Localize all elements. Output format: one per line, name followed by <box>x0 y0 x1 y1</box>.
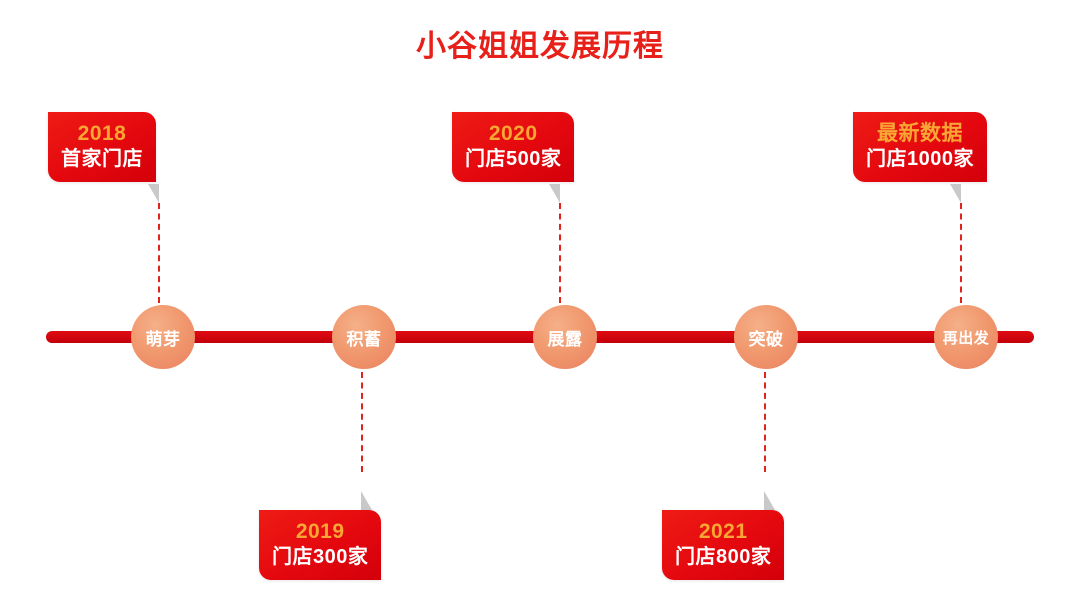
timeline-node-label: 积蓄 <box>346 329 382 349</box>
page-title: 小谷姐姐发展历程 <box>416 30 664 63</box>
milestone-year-2021: 2021 <box>698 520 748 543</box>
timeline-node-zaichufa[interactable]: 再出发 <box>934 305 998 369</box>
milestone-year-latest: 最新数据 <box>877 122 963 145</box>
milestone-year-2020: 2020 <box>488 122 538 145</box>
connector-line-2021 <box>764 372 766 472</box>
timeline-node-jixu[interactable]: 积蓄 <box>332 305 396 369</box>
milestone-detail-2019: 门店300家 <box>272 546 369 568</box>
milestone-card-2020[interactable]: 2020 门店500家 <box>452 112 575 182</box>
milestone-detail-2018: 首家门店 <box>61 148 143 170</box>
callout-tail-icon-latest <box>950 184 961 203</box>
timeline-node-mengya[interactable]: 萌芽 <box>131 305 195 369</box>
callout-tail-icon-2018 <box>148 184 159 203</box>
callout-tail-icon-2020 <box>549 184 560 203</box>
connector-line-2019 <box>361 372 363 472</box>
milestone-year-2019: 2019 <box>295 520 345 543</box>
milestone-card-latest[interactable]: 最新数据 门店1000家 <box>853 112 987 182</box>
connector-line-latest <box>960 203 962 303</box>
milestone-detail-latest: 门店1000家 <box>866 148 974 170</box>
milestone-year-2018: 2018 <box>77 122 127 145</box>
timeline-node-zhanlu[interactable]: 展露 <box>533 305 597 369</box>
callout-tail-icon-2021 <box>764 491 775 510</box>
milestone-detail-2020: 门店500家 <box>465 148 562 170</box>
timeline-node-label: 突破 <box>748 329 784 349</box>
timeline-node-tupo[interactable]: 突破 <box>734 305 798 369</box>
timeline-node-label: 展露 <box>547 329 583 349</box>
timeline-node-label: 萌芽 <box>145 329 181 349</box>
milestone-detail-2021: 门店800家 <box>675 546 772 568</box>
callout-tail-icon-2019 <box>361 491 372 510</box>
milestone-card-2019[interactable]: 2019 门店300家 <box>259 510 382 580</box>
connector-line-2020 <box>559 203 561 303</box>
timeline-node-label: 再出发 <box>942 329 990 347</box>
milestone-card-2018[interactable]: 2018 首家门店 <box>48 112 156 182</box>
connector-line-2018 <box>158 203 160 303</box>
milestone-card-2021[interactable]: 2021 门店800家 <box>662 510 785 580</box>
